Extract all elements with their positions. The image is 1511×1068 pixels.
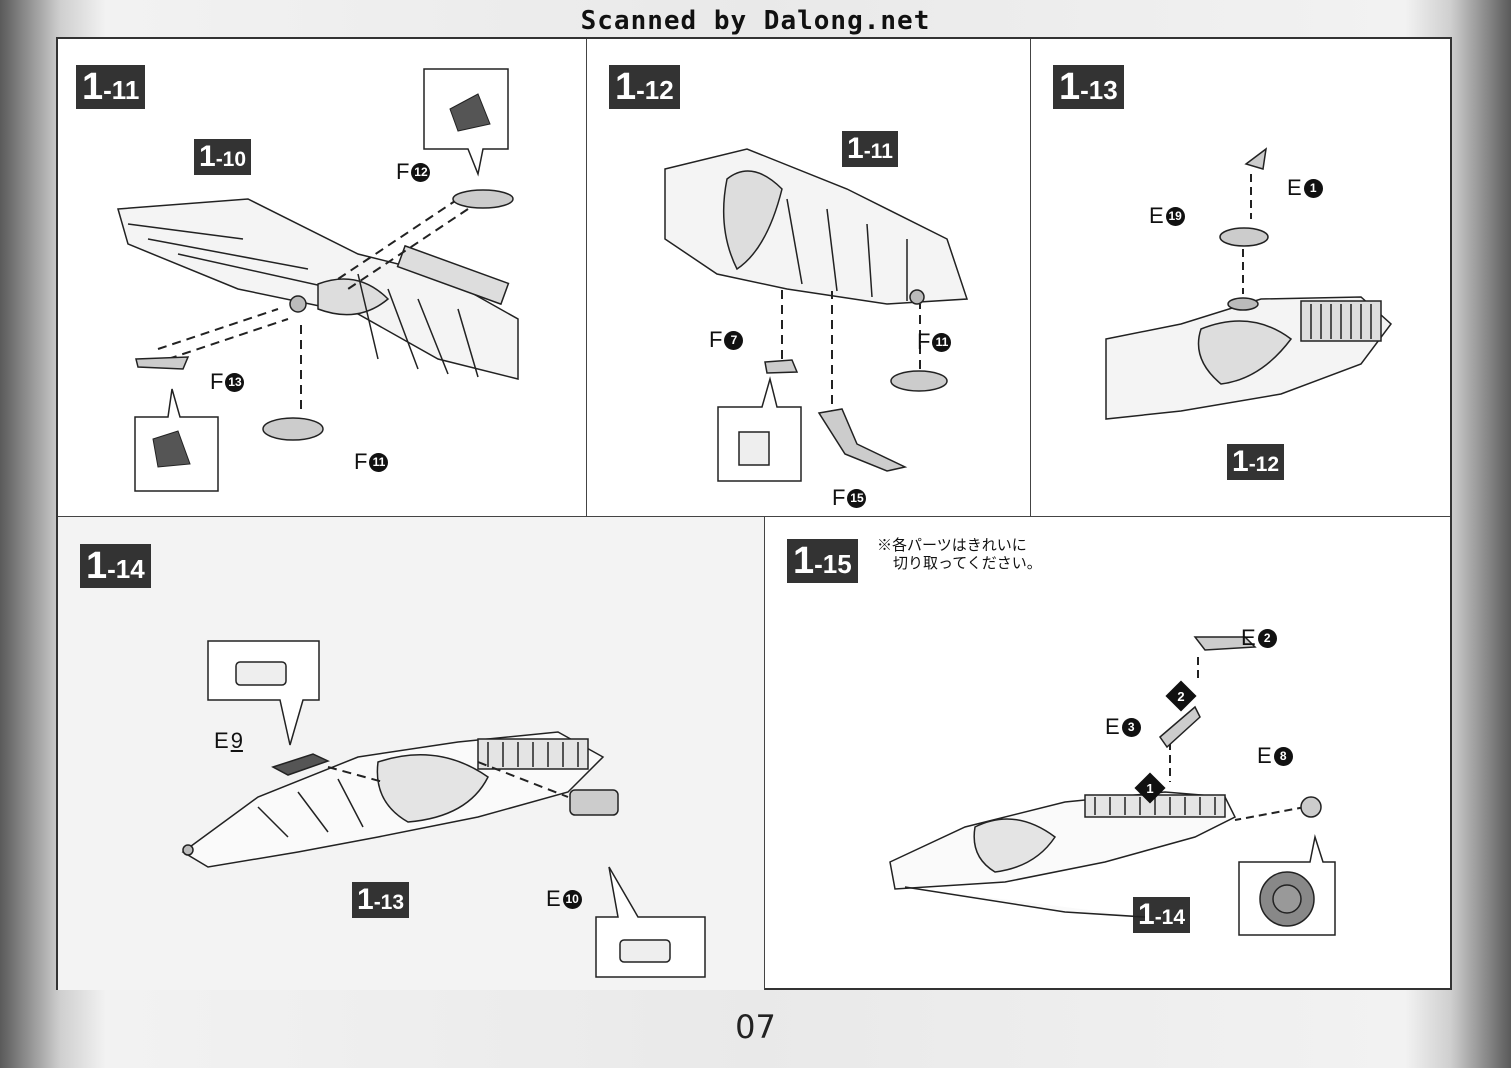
ship-diagram	[117, 68, 519, 492]
reference-badge: 1-13	[352, 882, 410, 918]
cutting-note: ※各パーツはきれいに 切り取ってください。	[877, 537, 1042, 572]
reference-badge: 1-14	[1133, 897, 1191, 933]
step-panel-1-11: 1-11 1-10	[58, 39, 587, 517]
reference-badge: 1-11	[842, 131, 898, 167]
scan-credit: Scanned by Dalong.net	[580, 6, 931, 36]
step-badge: 1-15	[787, 539, 858, 583]
step-badge: 1-13	[1053, 65, 1124, 109]
step-badge: 1-12	[609, 65, 680, 109]
step-panel-1-15: 1-15 ※各パーツはきれいに 切り取ってください。 1-14	[765, 517, 1450, 990]
step-badge: 1-11	[76, 65, 146, 109]
order-marker-2: 2	[1165, 680, 1197, 712]
ship-diagram	[1105, 147, 1393, 420]
reference-badge: 1-12	[1227, 444, 1285, 480]
page-number: 07	[735, 1008, 776, 1046]
ship-diagram	[181, 640, 706, 978]
ship-diagram	[664, 148, 969, 482]
step-panel-1-12: 1-12 1-11	[587, 39, 1031, 517]
ship-diagram	[889, 636, 1336, 936]
instruction-page: 1-11 1-10	[56, 37, 1452, 990]
order-marker-1: 1	[1134, 772, 1166, 804]
step-badge: 1-14	[80, 544, 151, 588]
reference-badge: 1-10	[194, 139, 252, 175]
step-panel-1-14: 1-14 1-13	[58, 517, 765, 990]
